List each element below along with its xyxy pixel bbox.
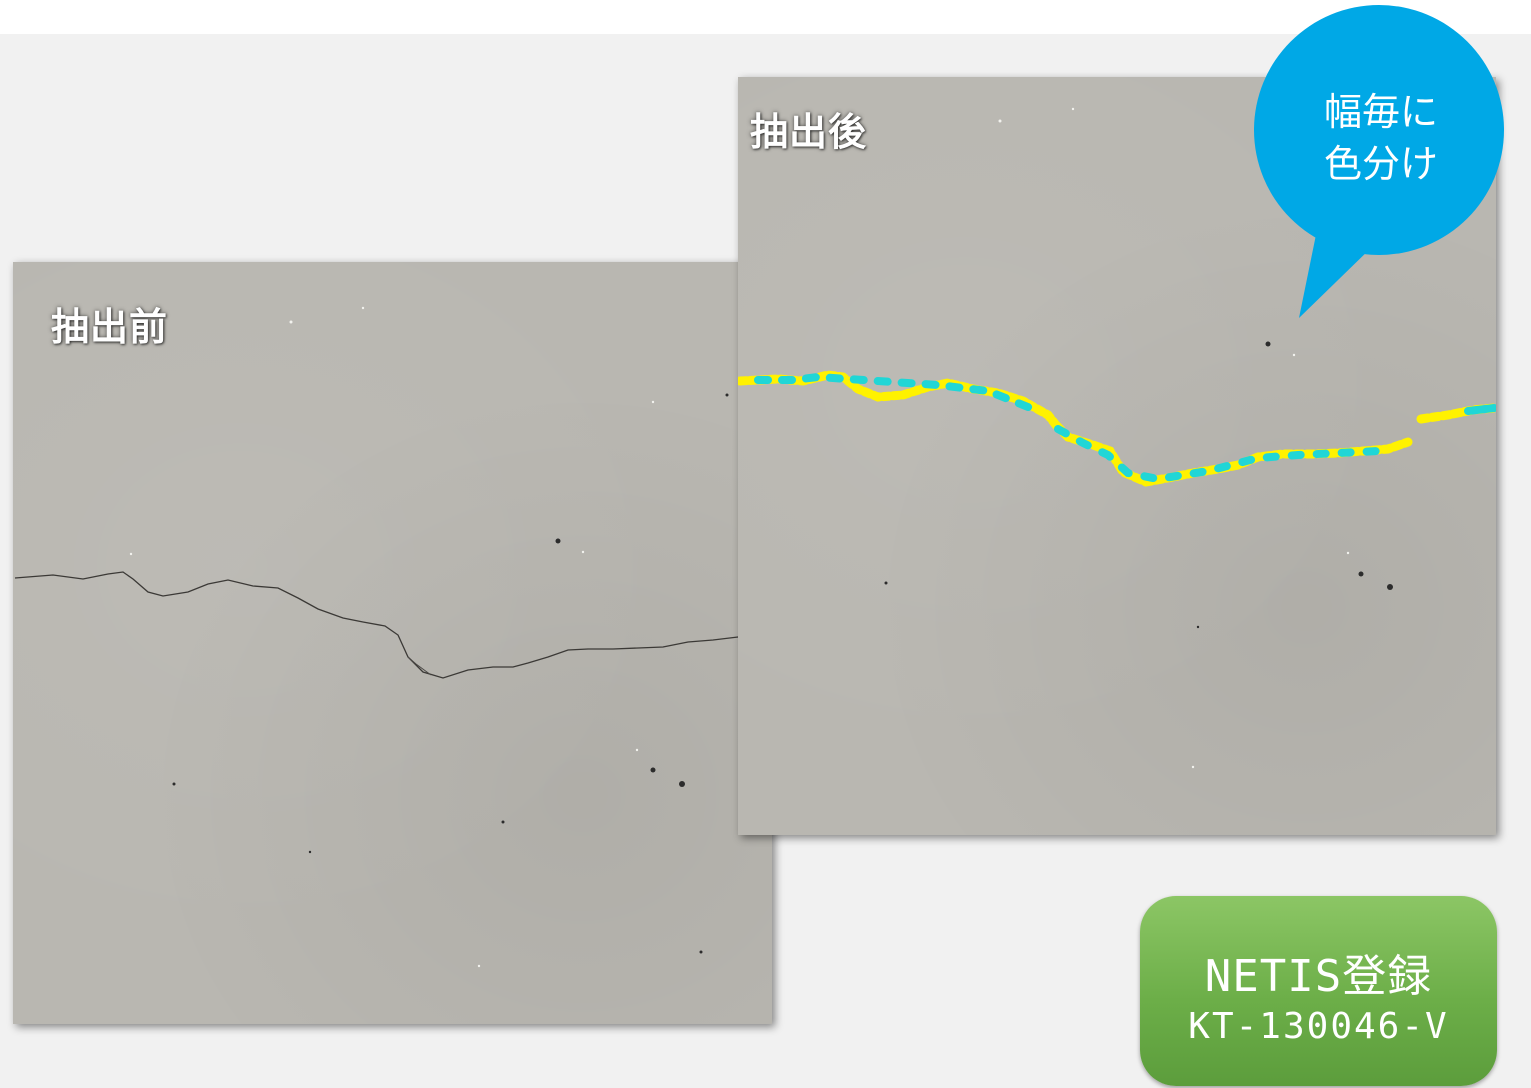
crack-overlay-wide bbox=[754, 372, 1042, 415]
bubble-shape bbox=[1254, 5, 1504, 318]
callout-line-2: 色分け bbox=[1323, 142, 1438, 186]
crack-overlay-wide-3 bbox=[1464, 404, 1496, 415]
crack-overlay-svg bbox=[738, 107, 1496, 769]
before-extraction-photo: 抽出前 bbox=[13, 262, 772, 1024]
callout-bubble: 幅毎に 色分け bbox=[1244, 0, 1514, 320]
surface-specks bbox=[998, 107, 1350, 769]
surface-pits bbox=[884, 341, 1393, 629]
crack-branch bbox=[407, 656, 432, 676]
netis-badge: NETIS登録 KT-130046-V bbox=[1140, 896, 1497, 1086]
callout-line-1: 幅毎に bbox=[1323, 90, 1438, 134]
crack-overlay-wide-2 bbox=[1054, 425, 1382, 484]
netis-title: NETIS登録 bbox=[1204, 951, 1433, 1002]
surface-pits bbox=[172, 393, 729, 954]
before-label: 抽出前 bbox=[51, 305, 169, 349]
surface-specks bbox=[129, 306, 655, 968]
callout-text: 幅毎に 色分け bbox=[1246, 86, 1516, 190]
crack-line bbox=[14, 571, 772, 679]
crack-photo-svg bbox=[14, 306, 772, 968]
netis-code: KT-130046-V bbox=[1188, 1006, 1449, 1047]
after-label: 抽出後 bbox=[750, 110, 868, 154]
top-strip bbox=[0, 0, 1531, 34]
